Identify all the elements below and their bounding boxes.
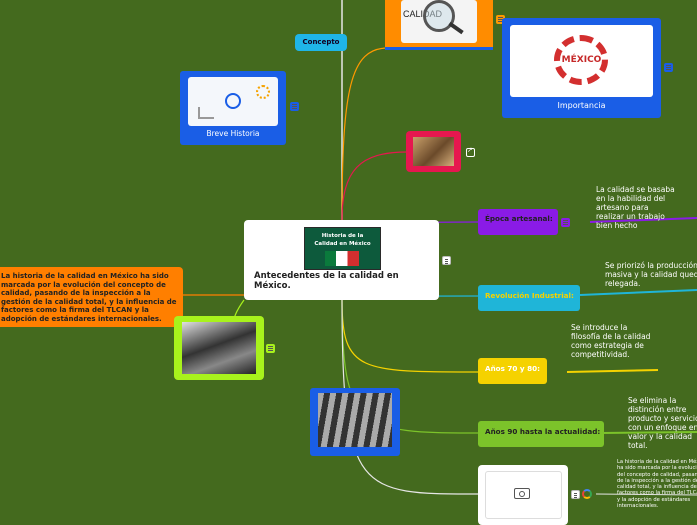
bottom-image-node[interactable]	[478, 465, 568, 525]
breve-historia-node[interactable]: Breve Historia	[180, 71, 286, 145]
central-image-caption: Historia de la Calidad en México	[314, 233, 371, 247]
note-icon[interactable]	[496, 15, 505, 24]
blue-node-image	[318, 393, 392, 447]
central-topic[interactable]: Historia de la Calidad en México Anteced…	[244, 220, 439, 300]
gear-icon	[256, 85, 270, 99]
calidad-image-text: CALIDAD	[403, 9, 442, 19]
importancia-label: Importancia	[557, 101, 606, 110]
calidad-image: CALIDAD	[401, 0, 477, 43]
note-icon[interactable]	[290, 102, 299, 111]
camera-icon	[514, 488, 530, 499]
branch-revolucion-industrial[interactable]: Revolución Industrial:	[478, 285, 580, 311]
pink-image-node[interactable]	[406, 131, 461, 172]
note-icon[interactable]	[571, 490, 580, 499]
central-title: Antecedentes de la calidad en México.	[254, 271, 399, 291]
branch-anos-70-80[interactable]: Años 70 y 80:	[478, 358, 547, 384]
google-icon[interactable]	[582, 489, 592, 499]
chart-icon	[198, 107, 214, 119]
mexico-seal-icon	[554, 35, 608, 85]
bottom-image-frame	[485, 471, 562, 519]
note-icon[interactable]	[664, 63, 673, 72]
branch-text: Se priorizó la producción masiva y la ca…	[605, 261, 697, 288]
summary-text: La historia de la calidad en México ha s…	[1, 272, 177, 323]
lime-image-node[interactable]	[174, 316, 264, 380]
branch-label: Años 70 y 80:	[485, 364, 540, 373]
importancia-logo: MÉXICO	[510, 25, 653, 97]
branch-epoca-artesanal[interactable]: Época artesanal:	[478, 209, 558, 235]
importancia-node[interactable]: MÉXICO Importancia	[502, 18, 661, 118]
bottom-note-text: La historia de la calidad en México ha s…	[617, 459, 697, 510]
lime-node-image	[182, 322, 256, 374]
central-image: Historia de la Calidad en México	[304, 227, 381, 270]
branch-text: Se introduce la filosofía de la calidad …	[571, 323, 651, 359]
breve-historia-label: Breve Historia	[206, 129, 260, 138]
magnifier-handle	[448, 21, 464, 35]
note-icon[interactable]	[266, 344, 275, 353]
pink-node-image	[413, 137, 454, 166]
note-icon[interactable]	[442, 256, 451, 265]
branch-anos-90[interactable]: Años 90 hasta la actualidad:	[478, 421, 604, 447]
branch-label: Época artesanal:	[485, 214, 553, 223]
breve-historia-image	[188, 77, 278, 126]
note-icon[interactable]	[561, 218, 570, 227]
concepto-node[interactable]: Concepto	[295, 34, 347, 51]
analytics-icon	[225, 93, 241, 109]
branch-text: La calidad se basaba en la habilidad del…	[596, 185, 675, 230]
blue-image-node[interactable]	[310, 388, 400, 456]
magnifier-icon	[423, 0, 455, 32]
concepto-label: Concepto	[302, 38, 340, 46]
branch-label: Años 90 hasta la actualidad:	[485, 427, 601, 436]
link-icon[interactable]	[466, 146, 475, 157]
summary-node[interactable]: La historia de la calidad en México ha s…	[0, 267, 183, 327]
mexico-seal-text: MÉXICO	[561, 55, 602, 65]
branch-label: Revolución Industrial:	[485, 291, 574, 300]
mexico-flag-icon	[325, 251, 359, 266]
branch-text: Se elimina la distinción entre producto …	[628, 396, 697, 450]
calidad-image-node[interactable]: CALIDAD	[385, 0, 493, 50]
